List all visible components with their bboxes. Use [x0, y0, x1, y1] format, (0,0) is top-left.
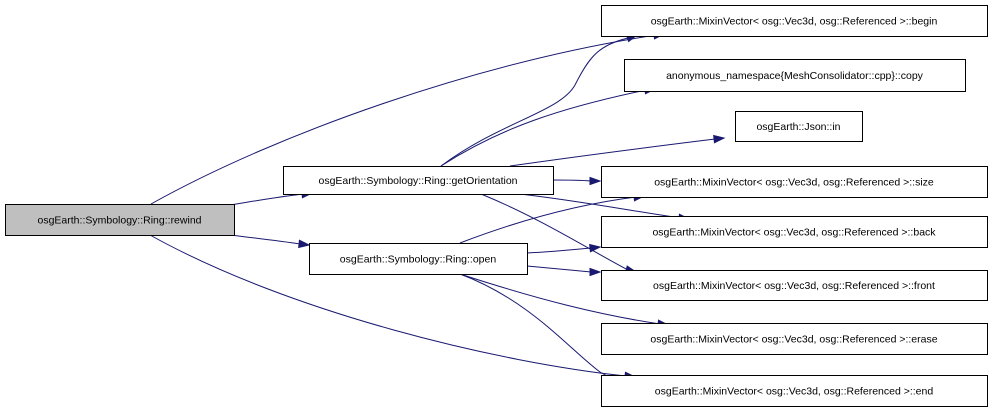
node-label: osgEarth::MixinVector< osg::Vec3d, osg::… — [655, 386, 934, 398]
edge-line — [459, 196, 637, 244]
arrowhead — [589, 267, 602, 277]
node-getOrientation[interactable]: osgEarth::Symbology::Ring::getOrientatio… — [283, 166, 554, 195]
edge-line — [509, 138, 716, 167]
node-box — [735, 111, 863, 142]
node-box — [601, 375, 988, 407]
node-label: osgEarth::Symbology::Ring::getOrientatio… — [318, 175, 517, 187]
edge-getOrientation-to-size — [552, 176, 602, 186]
arrowhead — [713, 134, 726, 144]
node-open[interactable]: osgEarth::Symbology::Ring::open — [309, 243, 528, 275]
arrowhead — [589, 243, 602, 253]
edge-line — [440, 89, 647, 167]
edge-rewind-to-open — [229, 234, 311, 249]
node-copy[interactable]: anonymous_namespace{MeshConsolidator::cp… — [624, 59, 966, 92]
node-erase[interactable]: osgEarth::MixinVector< osg::Vec3d, osg::… — [601, 323, 988, 355]
edge-line — [480, 193, 629, 271]
node-end[interactable]: osgEarth::MixinVector< osg::Vec3d, osg::… — [601, 375, 988, 407]
node-box — [5, 204, 235, 236]
node-label: osgEarth::MixinVector< osg::Vec3d, osg::… — [650, 334, 937, 346]
edge-getOrientation-to-begin — [440, 34, 639, 167]
edge-line — [150, 34, 657, 205]
node-label: osgEarth::Symbology::Ring::rewind — [38, 215, 202, 227]
edge-getOrientation-to-json_in — [509, 134, 726, 167]
arrowhead — [298, 239, 311, 249]
node-box — [601, 216, 988, 248]
edge-open-to-front — [526, 265, 602, 277]
node-box — [601, 166, 988, 198]
edge-line — [229, 193, 304, 206]
node-size[interactable]: osgEarth::MixinVector< osg::Vec3d, osg::… — [601, 166, 988, 198]
node-box — [624, 59, 966, 92]
node-label: osgEarth::Json::in — [756, 121, 840, 133]
edge-line — [229, 234, 301, 245]
edge-line — [459, 273, 661, 325]
node-begin[interactable]: osgEarth::MixinVector< osg::Vec3d, osg::… — [601, 5, 988, 37]
edge-line — [440, 37, 629, 167]
node-label: osgEarth::MixinVector< osg::Vec3d, osg::… — [652, 227, 936, 239]
node-rewind[interactable]: osgEarth::Symbology::Ring::rewind — [5, 204, 235, 236]
node-label: osgEarth::MixinVector< osg::Vec3d, osg::… — [651, 16, 938, 28]
node-box — [309, 243, 528, 275]
edge-line — [519, 193, 681, 219]
edge-getOrientation-to-copy — [440, 85, 657, 167]
edge-line — [526, 247, 592, 254]
node-label: osgEarth::MixinVector< osg::Vec3d, osg::… — [653, 280, 935, 292]
node-box — [601, 323, 988, 355]
node-label: anonymous_namespace{MeshConsolidator::cp… — [666, 70, 924, 82]
arrowhead — [589, 176, 602, 186]
edge-open-to-back — [526, 243, 602, 254]
edge-line — [526, 265, 592, 273]
node-label: osgEarth::MixinVector< osg::Vec3d, osg::… — [654, 177, 934, 189]
edge-line — [552, 179, 592, 182]
edge-line — [149, 234, 627, 377]
nodes-layer: osgEarth::Symbology::Ring::rewindosgEart… — [5, 5, 988, 407]
node-front[interactable]: osgEarth::MixinVector< osg::Vec3d, osg::… — [601, 270, 988, 301]
node-back[interactable]: osgEarth::MixinVector< osg::Vec3d, osg::… — [601, 216, 988, 248]
node-box — [601, 5, 988, 37]
node-box — [283, 166, 554, 195]
node-label: osgEarth::Symbology::Ring::open — [340, 254, 497, 266]
node-box — [601, 270, 988, 301]
node-json_in[interactable]: osgEarth::Json::in — [735, 111, 863, 142]
